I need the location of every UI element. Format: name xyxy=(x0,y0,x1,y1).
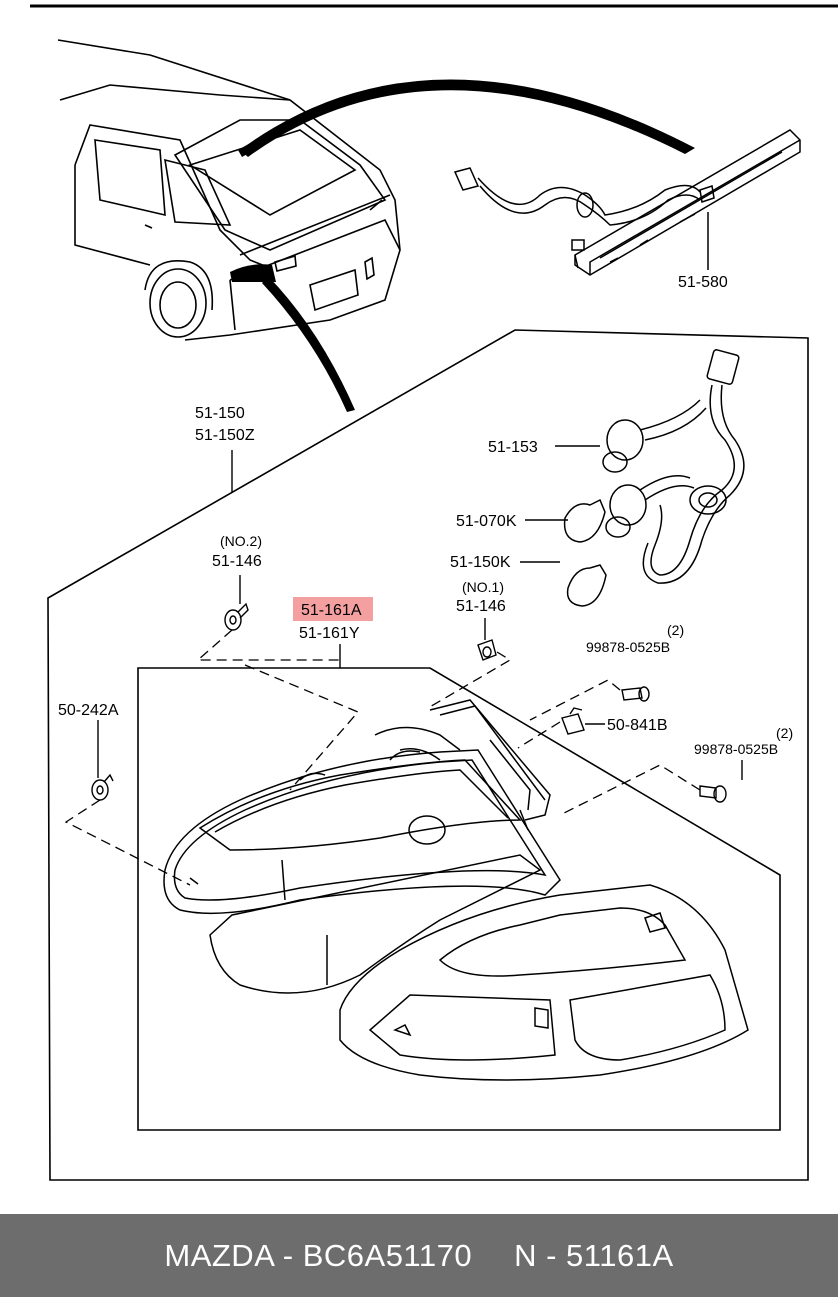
part-label-51-070k: 51-070K xyxy=(456,513,517,530)
part-label-qty-lower: (2) xyxy=(776,725,793,741)
part-label-51-161y: 51-161Y xyxy=(299,625,360,642)
dash-guide-upper-screw xyxy=(529,679,621,721)
part-label-no2: (NO.2) xyxy=(220,533,262,549)
nut-50-242a xyxy=(91,773,114,801)
part-number-footer: MAZDA - BC6A51170 N - 51161A xyxy=(0,1214,838,1297)
socket-harness xyxy=(563,349,745,607)
footer-number: N - 51161A xyxy=(514,1237,674,1273)
part-label-50-841b: 50-841B xyxy=(607,717,668,734)
part-label-51-580: 51-580 xyxy=(678,274,728,291)
dash-guide-right-top xyxy=(427,651,512,709)
screw-lower xyxy=(699,785,727,803)
dash-guide-lower-screw xyxy=(559,764,701,816)
tail-lamp-lens-main xyxy=(339,884,749,1081)
part-label-51-150: 51-150 xyxy=(195,405,245,422)
dash-guide-grommet xyxy=(517,721,561,749)
screw-nut-no2 xyxy=(224,602,249,631)
part-label-99878-lower: 99878-0525B xyxy=(694,741,778,757)
clip-no1 xyxy=(477,639,497,661)
part-label-51-146-left: 51-146 xyxy=(212,553,262,570)
part-label-51-150k: 51-150K xyxy=(450,554,511,571)
lamp-assembly-box xyxy=(137,667,781,1131)
part-label-qty-upper: (2) xyxy=(667,622,684,638)
high-mount-stop-lamp xyxy=(453,129,801,276)
part-label-51-150z: 51-150Z xyxy=(195,427,255,444)
tail-lamp-housing xyxy=(163,699,561,915)
part-label-no1: (NO.1) xyxy=(462,579,504,595)
footer-brand-part: MAZDA - BC6A51170 xyxy=(164,1237,473,1273)
highlight-51-161a xyxy=(293,597,373,621)
sweep-line-lower xyxy=(262,276,355,412)
part-label-99878-upper: 99878-0525B xyxy=(586,639,670,655)
screw-upper xyxy=(621,686,650,702)
part-label-51-161a: 51-161A xyxy=(301,602,362,619)
part-label-51-146-right: 51-146 xyxy=(456,598,506,615)
part-label-50-242a: 50-242A xyxy=(58,702,119,719)
car-illustration xyxy=(57,39,401,341)
exploded-view-frame xyxy=(47,329,809,1181)
dash-guide-left-mid xyxy=(244,664,360,791)
part-label-51-153: 51-153 xyxy=(488,439,538,456)
dash-guide-left xyxy=(64,799,191,886)
grommet-50-841b xyxy=(561,707,585,735)
car-tail-lamp-mark xyxy=(230,264,276,282)
tail-lamp-parts-diagram: 51-580 51-150 51-150Z 51-153 51-070K 51-… xyxy=(30,4,838,1181)
tail-lamp-lens-outer xyxy=(209,854,542,994)
sweep-line-upper xyxy=(240,79,695,157)
